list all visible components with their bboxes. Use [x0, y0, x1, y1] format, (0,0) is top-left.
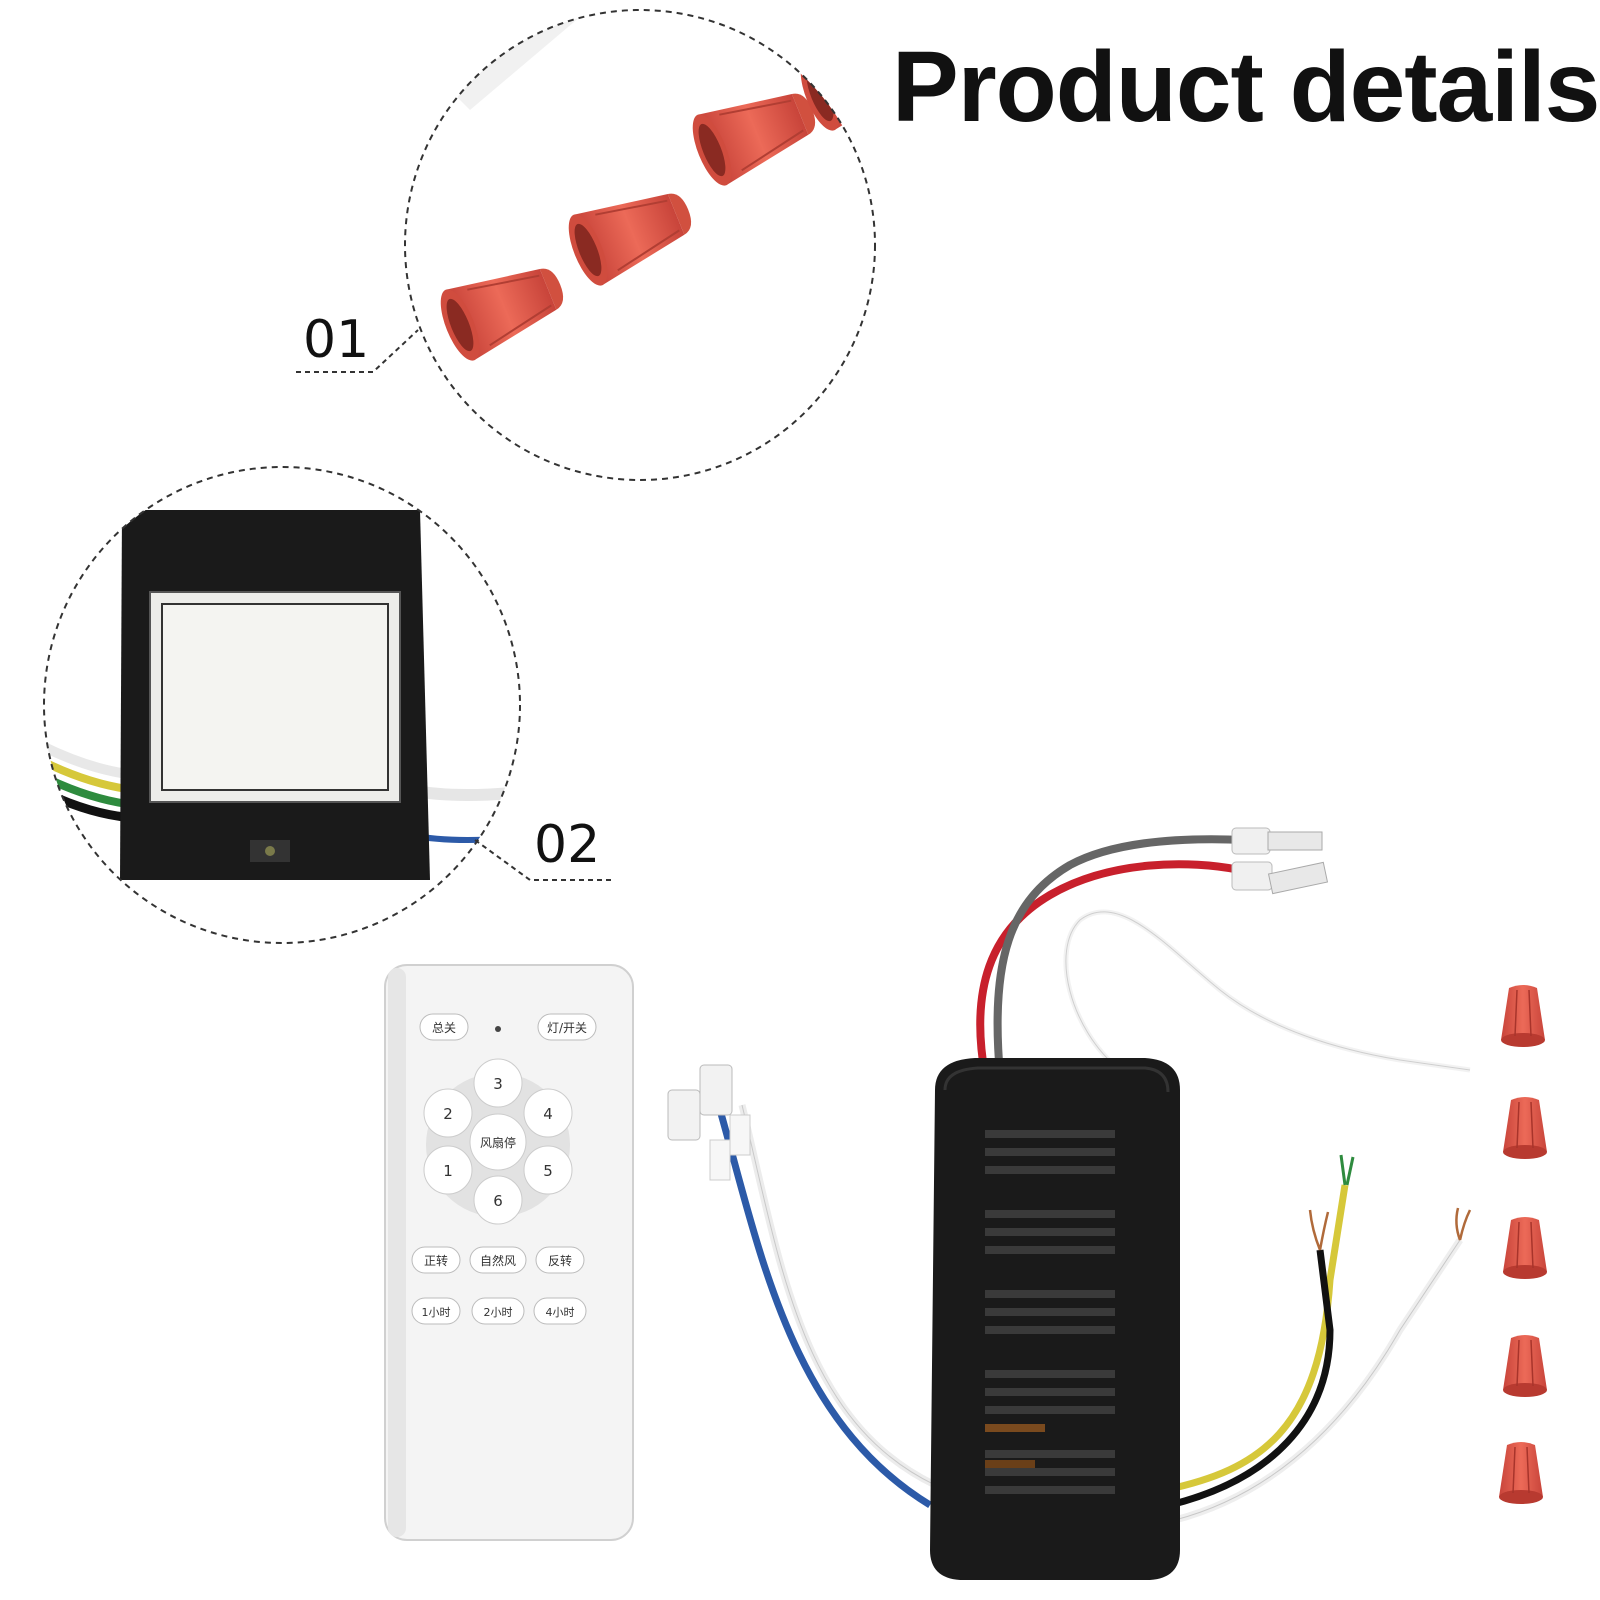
svg-text:自然风: 自然风: [480, 1253, 516, 1268]
svg-text:6: 6: [493, 1192, 503, 1210]
wire-nut-set: [1498, 984, 1548, 1505]
svg-text:2小时: 2小时: [484, 1306, 513, 1319]
svg-text:总关: 总关: [432, 1021, 456, 1035]
wire-nut-icon: [1502, 1216, 1548, 1280]
receiver-module: [667, 827, 1472, 1580]
page-title: Product details: [892, 31, 1600, 143]
speed-button-4[interactable]: 4: [523, 1088, 573, 1138]
speed-button-6[interactable]: 6: [473, 1175, 523, 1225]
svg-text:4: 4: [543, 1105, 553, 1123]
svg-text:3: 3: [493, 1075, 503, 1093]
callout-02-label: 02: [534, 815, 601, 875]
detail-circle-wire-nuts: [404, 9, 876, 481]
svg-text:5: 5: [543, 1162, 553, 1180]
fan-stop-button[interactable]: 风扇停: [469, 1113, 527, 1171]
callout-01-label: 01: [303, 310, 370, 370]
natural-wind-button[interactable]: 自然风: [469, 1246, 527, 1274]
speed-button-5[interactable]: 5: [523, 1145, 573, 1195]
speed-button-3[interactable]: 3: [473, 1058, 523, 1108]
wire-nut-icon: [1500, 984, 1546, 1048]
svg-text:1: 1: [443, 1162, 453, 1180]
svg-text:1小时: 1小时: [422, 1306, 451, 1319]
remote-control: 总关 灯/开关 3 2 4 1 5 6 风扇停 正转 自然风 反转 1小时 2小…: [384, 964, 634, 1541]
timer-1h-button[interactable]: 1小时: [411, 1297, 461, 1325]
svg-text:4小时: 4小时: [546, 1306, 575, 1319]
svg-text:反转: 反转: [548, 1253, 572, 1268]
light-toggle-button[interactable]: 灯/开关: [537, 1013, 597, 1041]
wire-nut-icon: [1502, 1334, 1548, 1398]
timer-4h-button[interactable]: 4小时: [533, 1297, 587, 1325]
svg-text:灯/开关: 灯/开关: [547, 1021, 587, 1035]
callout-01-leader: [296, 329, 419, 373]
detail-circle-receiver: [43, 466, 521, 944]
power-button[interactable]: 总关: [419, 1013, 469, 1041]
callout-02-leader: [474, 839, 615, 881]
wire-nut-icon: [1502, 1096, 1548, 1160]
forward-button[interactable]: 正转: [411, 1246, 461, 1274]
svg-text:风扇停: 风扇停: [480, 1135, 516, 1150]
svg-text:正转: 正转: [424, 1253, 448, 1268]
timer-2h-button[interactable]: 2小时: [471, 1297, 525, 1325]
speed-button-2[interactable]: 2: [423, 1088, 473, 1138]
reverse-button[interactable]: 反转: [535, 1246, 585, 1274]
speed-button-1[interactable]: 1: [423, 1145, 473, 1195]
svg-text:2: 2: [443, 1105, 453, 1123]
wire-nut-icon: [1498, 1441, 1544, 1505]
